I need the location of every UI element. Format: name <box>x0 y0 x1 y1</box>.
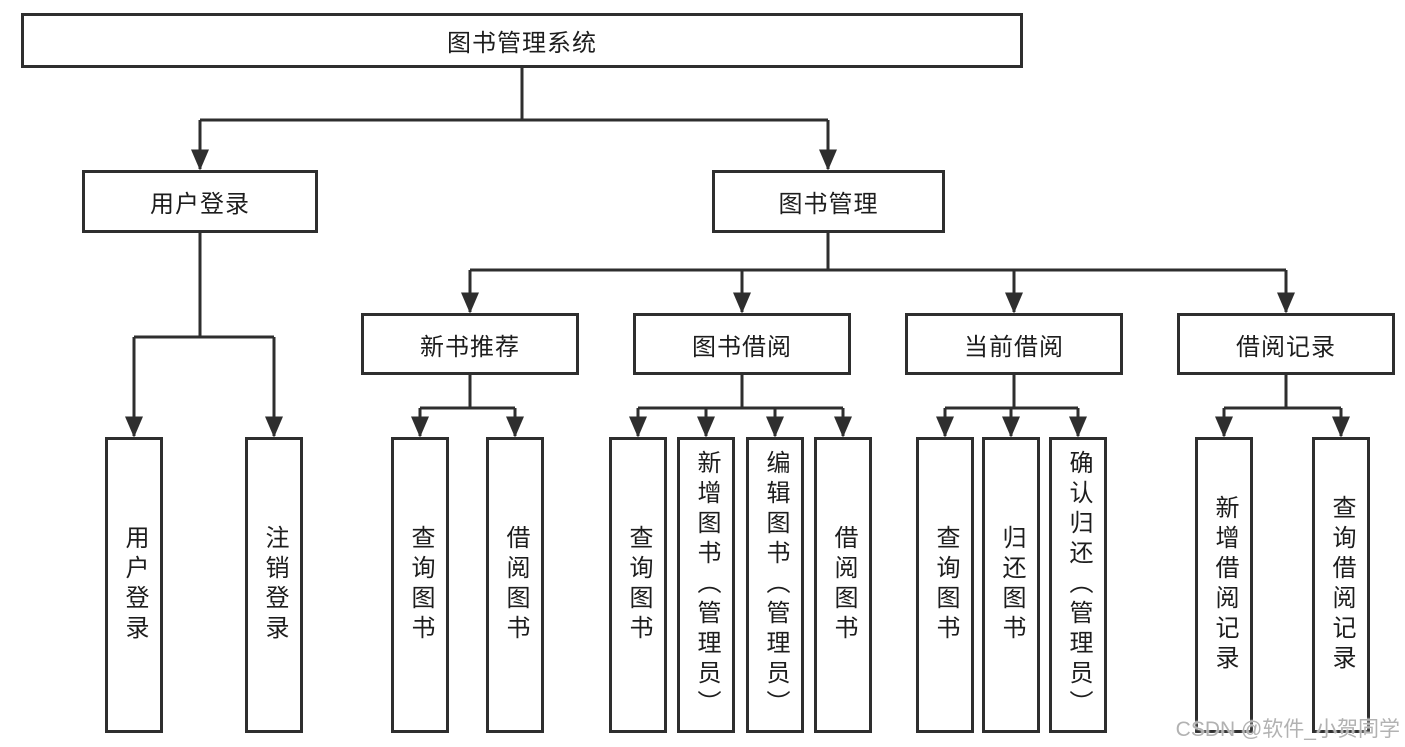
leaf-borrow-books-borrow: 借阅图书 <box>814 437 872 733</box>
connector-arrows <box>125 120 1350 438</box>
leaf-query-books-recommend: 查询图书 <box>391 437 449 733</box>
csdn-watermark: CSDN @软件_小贺同学 <box>1175 718 1400 741</box>
leaf-query-borrow-record: 查询借阅记录 <box>1312 437 1370 733</box>
leaf-confirm-return-admin: 确认归还（管理员） <box>1049 437 1107 733</box>
node-book-management: 图书管理 <box>712 170 945 233</box>
leaf-user-login: 用户登录 <box>105 437 163 733</box>
leaf-borrow-books-recommend: 借阅图书 <box>486 437 544 733</box>
node-new-book-recommendation: 新书推荐 <box>361 313 579 375</box>
leaf-query-books-borrow: 查询图书 <box>609 437 667 733</box>
leaf-return-books: 归还图书 <box>982 437 1040 733</box>
leaf-edit-books-admin: 编辑图书（管理员） <box>746 437 804 733</box>
node-current-borrowing: 当前借阅 <box>905 313 1123 375</box>
leaf-query-books-current: 查询图书 <box>916 437 974 733</box>
node-user-login: 用户登录 <box>82 170 318 233</box>
connector-trunks <box>134 68 1341 410</box>
leaf-add-borrow-record: 新增借阅记录 <box>1195 437 1253 733</box>
node-book-borrowing: 图书借阅 <box>633 313 851 375</box>
leaf-add-books-admin: 新增图书（管理员） <box>677 437 735 733</box>
node-borrowing-records: 借阅记录 <box>1177 313 1395 375</box>
node-root: 图书管理系统 <box>21 13 1023 68</box>
leaf-logout-login: 注销登录 <box>245 437 303 733</box>
